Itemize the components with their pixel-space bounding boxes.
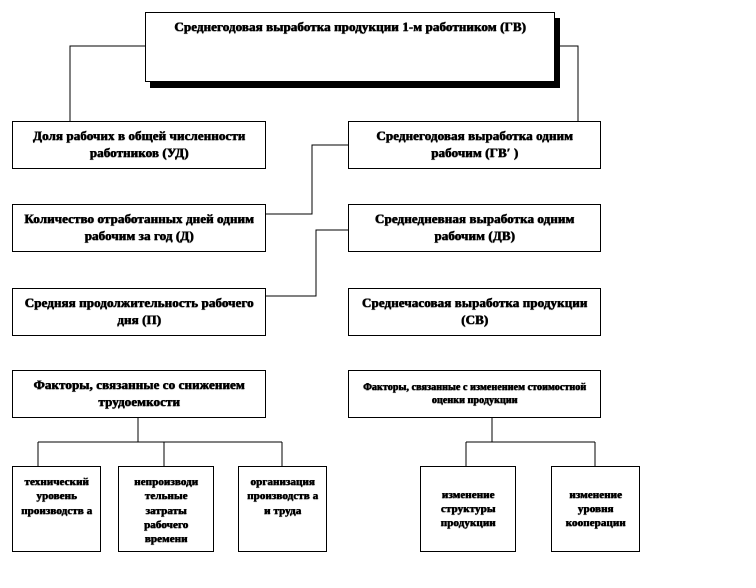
box-nonproductive-time: непроизводи тельные затраты рабочего вре… bbox=[118, 466, 214, 552]
connector-gv-gvworker bbox=[555, 45, 579, 121]
box-cooperation-change: изменение уровня кооперации bbox=[551, 466, 640, 552]
box-ud: Доля рабочих в общей численности работни… bbox=[12, 121, 266, 169]
box-days: Количество отработанных дней одним рабоч… bbox=[12, 204, 266, 252]
connector-gvworker-days bbox=[266, 144, 348, 215]
box-tech-level: технический уровень производств а bbox=[12, 466, 101, 552]
box-gv: Среднегодовая выработка продукции 1-м ра… bbox=[145, 12, 555, 82]
connector-dv-hours bbox=[266, 229, 348, 297]
box-hours: Средняя продолжительность рабочего дня (… bbox=[12, 288, 266, 336]
box-gv-worker: Среднегодовая выработка одним рабочим (Г… bbox=[348, 121, 601, 169]
connector-gv-ud bbox=[69, 45, 145, 121]
box-labor-factors: Факторы, связанные со снижением трудоемк… bbox=[12, 370, 266, 418]
box-dv: Среднедневная выработка одним рабочим (Д… bbox=[348, 204, 601, 252]
box-structure-change: изменение структуры продукции bbox=[420, 466, 516, 552]
box-value-factors: Факторы, связанные с изменением стоимост… bbox=[348, 370, 601, 418]
box-sv: Среднечасовая выработка продукции (СВ) bbox=[348, 288, 601, 336]
box-organization: организация производств а и труда bbox=[238, 466, 327, 552]
